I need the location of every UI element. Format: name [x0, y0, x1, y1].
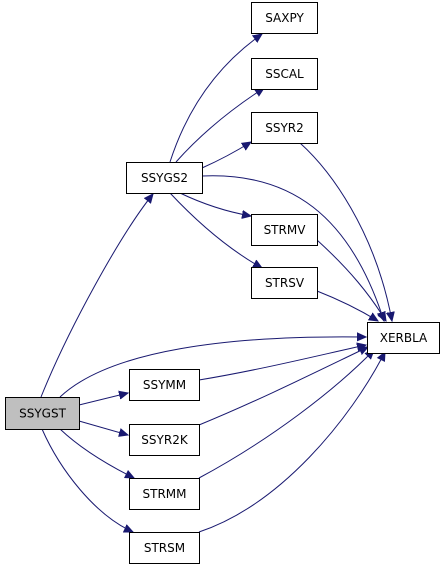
node-label-xerbla: XERBLA	[380, 331, 428, 345]
node-label-strsm: STRSM	[144, 541, 185, 555]
node-ssyr2[interactable]: SSYR2	[251, 112, 318, 144]
edges-layer	[40, 34, 392, 533]
node-ssyr2k[interactable]: SSYR2K	[129, 424, 200, 456]
node-box-ssymm	[129, 369, 200, 401]
edge-ssyr2k-to-xerbla	[198, 347, 368, 426]
edge-ssygs2-to-strsv	[169, 192, 262, 268]
node-ssygs2[interactable]: SSYGS2	[126, 162, 203, 194]
node-box-strsm	[129, 532, 200, 564]
node-label-saxpy: SAXPY	[265, 11, 304, 25]
node-strmv[interactable]: STRMV	[251, 214, 318, 246]
node-strmm[interactable]: STRMM	[129, 478, 200, 510]
edge-strmm-to-xerbla	[198, 350, 374, 479]
edge-strsv-to-xerbla	[316, 290, 378, 321]
node-strsm[interactable]: STRSM	[129, 532, 200, 564]
edge-strsm-to-xerbla	[198, 352, 385, 533]
node-label-strmm: STRMM	[143, 487, 187, 501]
node-box-strmm	[129, 478, 200, 510]
node-box-ssygst	[5, 397, 80, 430]
node-label-ssyr2: SSYR2	[265, 121, 304, 135]
node-saxpy[interactable]: SAXPY	[251, 2, 318, 34]
node-box-ssyr2	[251, 112, 318, 144]
node-box-strsv	[251, 267, 318, 299]
node-box-strmv	[251, 214, 318, 246]
edge-ssygst-to-ssymm	[78, 393, 128, 406]
node-label-ssymm: SSYMM	[143, 378, 186, 392]
node-label-ssygs2: SSYGS2	[141, 171, 188, 185]
node-sscal[interactable]: SSCAL	[251, 58, 318, 90]
edge-ssyr2-to-xerbla	[299, 142, 392, 321]
node-ssygst[interactable]: SSYGST	[5, 397, 80, 430]
node-label-ssyr2k: SSYR2K	[141, 433, 189, 447]
edge-ssygst-to-ssygs2	[40, 194, 153, 398]
edge-ssygst-to-xerbla	[59, 337, 366, 398]
node-strsv[interactable]: STRSV	[251, 267, 318, 299]
node-box-sscal	[251, 58, 318, 90]
edge-ssygst-to-ssyr2k	[78, 420, 128, 435]
node-box-xerbla	[367, 322, 440, 354]
node-label-strmv: STRMV	[264, 223, 307, 237]
node-label-sscal: SSCAL	[265, 67, 304, 81]
edge-ssygs2-to-saxpy	[169, 34, 262, 163]
node-box-saxpy	[251, 2, 318, 34]
node-box-ssyr2k	[129, 424, 200, 456]
edge-strmv-to-xerbla	[316, 239, 386, 321]
edge-ssygs2-to-xerbla	[201, 175, 384, 321]
node-label-ssygst: SSYGST	[19, 407, 66, 421]
node-xerbla[interactable]: XERBLA	[367, 322, 440, 354]
edge-ssygst-to-strsm	[41, 428, 133, 532]
edge-ssygs2-to-sscal	[175, 88, 264, 163]
node-ssymm[interactable]: SSYMM	[129, 369, 200, 401]
node-label-strsv: STRSV	[265, 276, 305, 290]
node-box-ssygs2	[126, 162, 203, 194]
edge-ssygst-to-strmm	[59, 428, 134, 478]
edge-ssygs2-to-ssyr2	[201, 142, 251, 169]
edge-ssymm-to-xerbla	[198, 345, 366, 381]
edge-ssygs2-to-strmv	[179, 192, 251, 216]
